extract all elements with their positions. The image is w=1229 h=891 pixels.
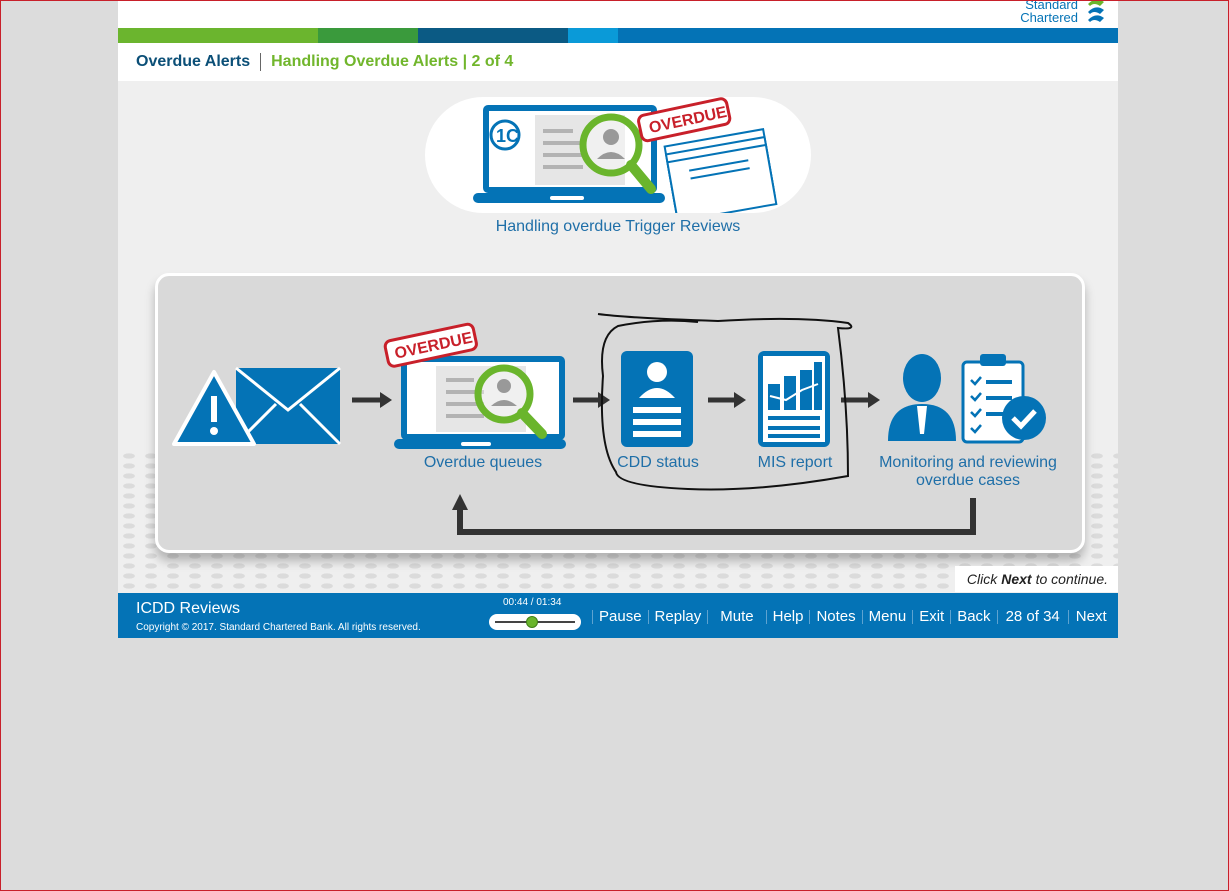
- nav-divider: [707, 609, 709, 624]
- notes-button[interactable]: Notes: [816, 608, 856, 625]
- nav-divider: [912, 609, 914, 624]
- course-title: ICDD Reviews: [136, 600, 241, 617]
- breadcrumb-divider: [260, 53, 262, 71]
- nav-divider: [592, 609, 593, 624]
- step-label-monitoring-line-2: overdue cases: [915, 472, 1021, 489]
- overdue-queue-laptop-icon: OVERDUE: [383, 322, 566, 449]
- step-label-overdue-queues: Overdue queues: [423, 454, 543, 471]
- breadcrumb-section: Overdue Alerts: [136, 53, 251, 70]
- hero-illustration: 1C OVERDUE: [425, 97, 811, 223]
- svg-text:1C: 1C: [496, 126, 519, 146]
- player-controls: ICDD Reviews Copyright © 2017. Standard …: [118, 593, 1118, 638]
- nav-divider: [647, 609, 649, 624]
- breadcrumb-page: Handling Overdue Alerts | 2 of 4: [271, 53, 514, 70]
- nav-divider: [950, 609, 952, 624]
- hand-drawn-highlight: [597, 313, 853, 491]
- replay-button[interactable]: Replay: [654, 608, 702, 625]
- nav-divider: [765, 609, 767, 624]
- player-nav: Pause Replay Mute Help Notes Menu Exit B…: [592, 608, 1114, 625]
- next-button[interactable]: Next: [1075, 608, 1107, 625]
- step-label-mis-report: MIS report: [757, 454, 833, 471]
- exit-button[interactable]: Exit: [919, 608, 945, 625]
- nav-divider: [996, 609, 998, 624]
- arrow-right-icon: [708, 392, 746, 408]
- arrow-right-icon: [841, 392, 880, 408]
- slide-counter: 28 of 34: [1005, 608, 1060, 625]
- pause-button[interactable]: Pause: [599, 608, 642, 625]
- seek-slider[interactable]: [489, 614, 581, 630]
- laptop-overdue-icon: 1C OVERDUE: [473, 97, 778, 223]
- help-button[interactable]: Help: [772, 608, 804, 625]
- seek-handle[interactable]: [526, 616, 539, 628]
- slide-stage: 1C OVERDUE Handlin: [118, 81, 1118, 593]
- back-button[interactable]: Back: [957, 608, 991, 625]
- loop-back-arrow: [452, 494, 976, 535]
- top-bar: Standard Chartered: [118, 0, 1118, 28]
- standard-chartered-logo-icon: [1088, 0, 1104, 22]
- arrow-right-icon: [352, 392, 392, 408]
- nav-divider: [809, 609, 811, 624]
- playback-timer: 00:44 / 01:34: [503, 597, 562, 608]
- hero-caption: Handling overdue Trigger Reviews: [495, 218, 741, 235]
- course-player: Standard Chartered Overdue Alerts Handli…: [118, 0, 1118, 638]
- step-label-monitoring: Monitoring and reviewing overdue cases: [870, 454, 1066, 490]
- continue-hint: Click Next to continue.: [955, 566, 1118, 592]
- menu-button[interactable]: Menu: [868, 608, 907, 625]
- continue-hint-pre: Click: [966, 571, 998, 587]
- brand-line-2: Chartered: [1020, 10, 1078, 25]
- arrow-right-icon: [573, 392, 610, 408]
- continue-hint-next: Next: [1001, 571, 1032, 587]
- cdd-status-icon: [621, 351, 693, 447]
- breadcrumb: Overdue Alerts Handling Overdue Alerts |…: [118, 43, 1118, 81]
- brand-logo: Standard Chartered: [1020, 0, 1108, 26]
- mis-report-icon: [758, 351, 830, 447]
- nav-divider: [1067, 609, 1069, 624]
- brand-line-1: Standard: [1025, 0, 1078, 12]
- reviewer-checklist-icon: [888, 354, 1046, 444]
- alert-email-icon: [172, 366, 342, 446]
- workflow-panel: OVERDUE: [155, 273, 1085, 553]
- continue-hint-post: to continue.: [1035, 571, 1108, 587]
- nav-divider: [861, 609, 863, 624]
- step-label-cdd-status: CDD status: [617, 454, 699, 471]
- mute-button[interactable]: Mute: [720, 608, 754, 625]
- brand-color-stripe: [118, 28, 1118, 43]
- copyright: Copyright © 2017. Standard Chartered Ban…: [136, 622, 421, 633]
- step-label-monitoring-line-1: Monitoring and reviewing: [879, 454, 1057, 471]
